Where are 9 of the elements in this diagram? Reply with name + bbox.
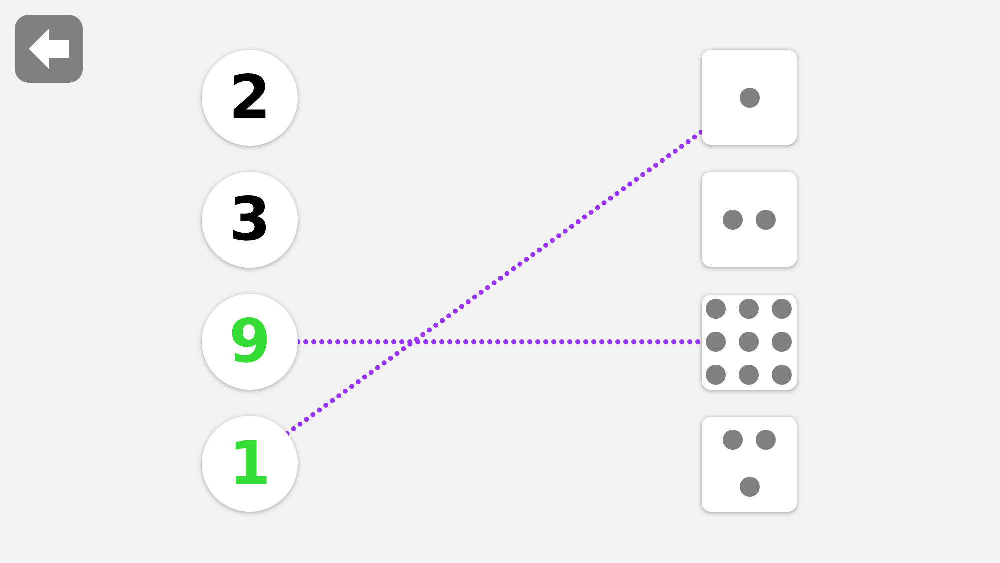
number-label: 2 (229, 68, 271, 128)
dotted-line (284, 130, 704, 436)
number-label: 1 (229, 434, 271, 494)
die-face (702, 295, 797, 390)
number-label: 3 (229, 190, 271, 250)
die-face (702, 50, 797, 145)
die-face (702, 172, 797, 267)
number-label: 9 (229, 312, 271, 372)
die-face (702, 417, 797, 512)
